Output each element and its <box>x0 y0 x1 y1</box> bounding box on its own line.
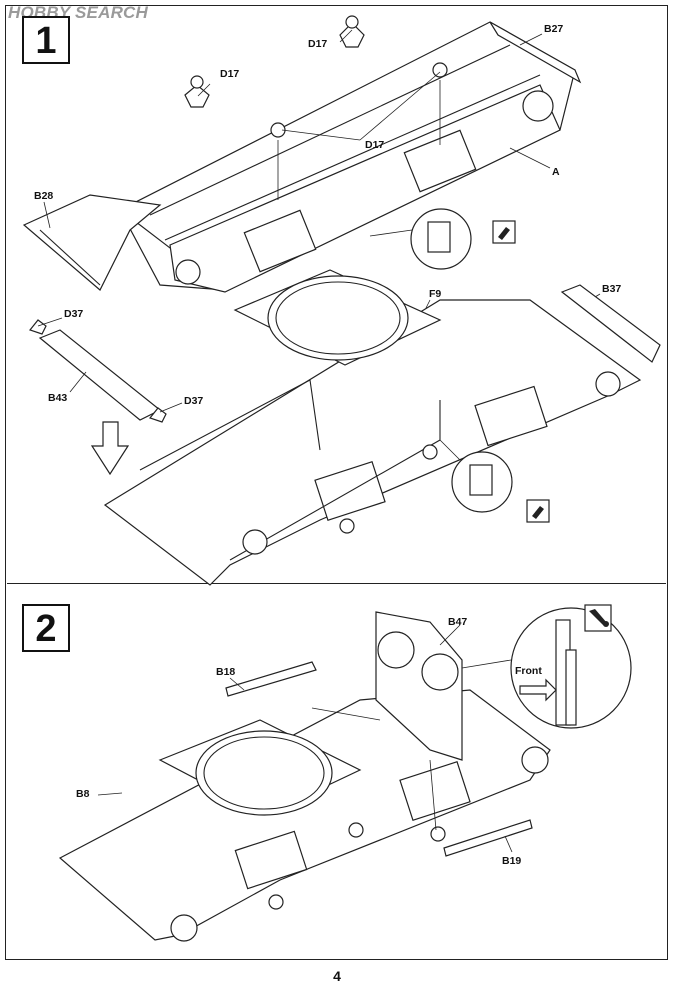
label-b47: B47 <box>448 616 468 628</box>
label-b19: B19 <box>502 855 522 867</box>
label-d17-left: D17 <box>220 68 240 80</box>
paint-marker-icon <box>584 604 612 632</box>
step-2-number: 2 <box>22 604 70 652</box>
label-front: Front <box>515 665 542 677</box>
front-arrow-icon <box>519 678 557 702</box>
part-b19 <box>443 819 533 857</box>
down-arrow-icon <box>90 421 130 476</box>
label-a: A <box>552 166 560 178</box>
glue-icon <box>492 220 516 244</box>
label-b43: B43 <box>48 392 68 404</box>
label-d17-center: D17 <box>365 139 385 151</box>
part-b18 <box>225 661 317 697</box>
lower-hull-part-f9 <box>103 269 642 586</box>
lower-hull-step2 <box>58 689 551 942</box>
d17-lights <box>184 15 448 138</box>
part-b47 <box>375 611 463 761</box>
step-divider <box>7 583 666 584</box>
step-1-number: 1 <box>22 16 70 64</box>
glue-icon <box>526 499 550 523</box>
label-f9: F9 <box>429 288 442 300</box>
part-b37 <box>560 284 661 363</box>
part-b28 <box>22 194 162 291</box>
label-b8: B8 <box>76 788 90 800</box>
upper-hull-part-a <box>119 21 582 293</box>
label-b37: B37 <box>602 283 622 295</box>
page-frame <box>5 5 668 960</box>
label-b27: B27 <box>544 23 564 35</box>
label-d37-lower: D37 <box>184 395 204 407</box>
label-d37-upper: D37 <box>64 308 84 320</box>
label-d17-top: D17 <box>308 38 328 50</box>
part-b43 <box>28 319 167 423</box>
label-b18: B18 <box>216 666 236 678</box>
page-number: 4 <box>333 968 341 984</box>
label-b28: B28 <box>34 190 54 202</box>
